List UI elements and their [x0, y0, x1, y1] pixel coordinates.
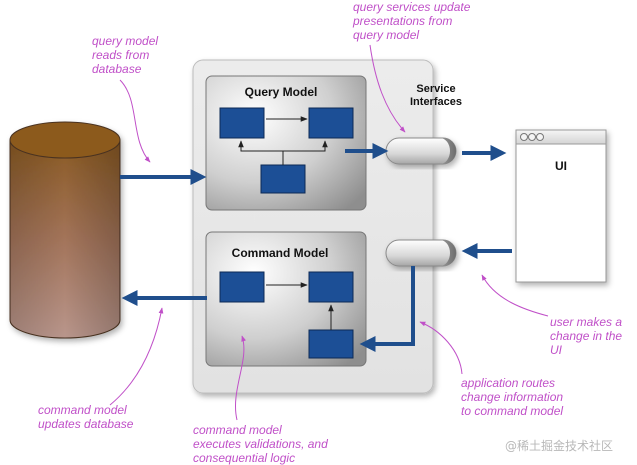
window-zoom-icon	[536, 133, 544, 141]
command-block-right	[308, 271, 354, 303]
annotation-app-routes: application routes change information to…	[461, 376, 564, 418]
database-cylinder	[9, 121, 121, 339]
service-interfaces-label-line2: Interfaces	[410, 96, 462, 108]
pointer-command-updates	[109, 307, 164, 406]
annotation-query-reads: query model reads from database	[92, 34, 159, 76]
watermark: @稀土掘金技术社区	[505, 439, 614, 453]
query-block-bottom	[260, 164, 306, 194]
ui-label: UI	[555, 159, 567, 173]
ui-window	[515, 129, 607, 283]
window-close-icon	[520, 133, 528, 141]
window-minimize-icon	[528, 133, 536, 141]
command-block-bottom	[308, 329, 354, 359]
pointer-query-reads	[119, 79, 151, 163]
annotation-user-change: user makes a change in the UI	[550, 315, 623, 357]
pointer-query-services	[369, 44, 406, 133]
annotation-query-services: query services update presentations from…	[353, 0, 471, 42]
query-bottom-to-left-connector	[238, 140, 284, 165]
service-interfaces-label-line1: Service	[416, 83, 455, 95]
annotation-command-executes: command model executes validations, and …	[193, 423, 328, 465]
query-block-right	[308, 107, 354, 139]
command-block-left	[219, 271, 265, 303]
pointer-app-routes	[419, 321, 463, 375]
query-service-interface	[385, 137, 457, 165]
command-model-title: Command Model	[232, 246, 329, 260]
annotation-command-updates: command model updates database	[38, 403, 134, 431]
command-service-interface	[385, 239, 457, 267]
pointer-user-change	[481, 274, 549, 317]
service-to-command-arrow	[359, 266, 415, 352]
query-block-left	[219, 107, 265, 139]
pointer-command-executes	[235, 335, 246, 421]
query-bottom-to-right-connector	[283, 140, 328, 152]
query-model-title: Query Model	[245, 85, 318, 99]
